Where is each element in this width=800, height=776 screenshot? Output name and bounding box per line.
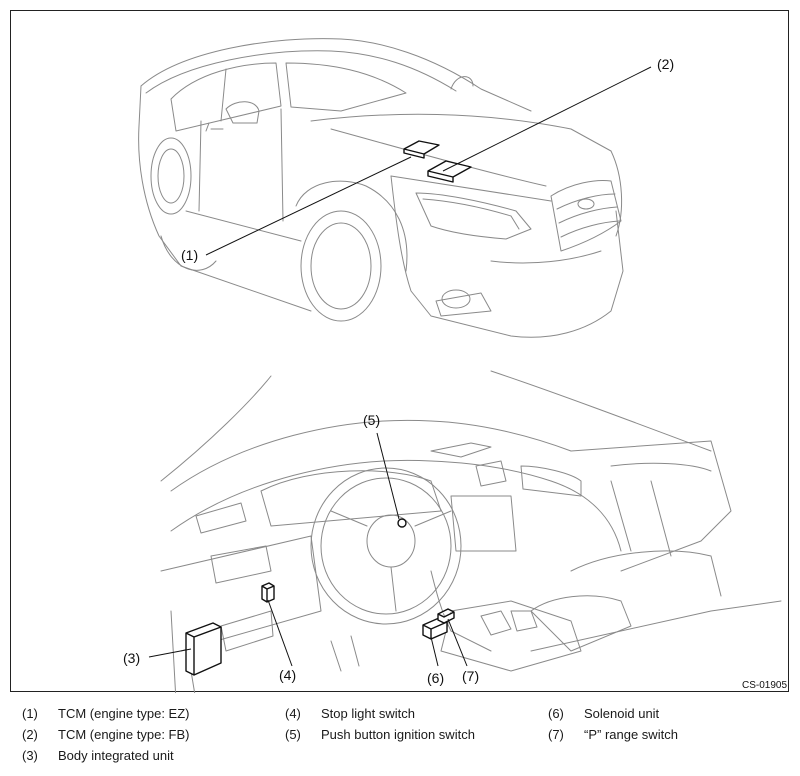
legend-item-1: (1) TCM (engine type: EZ): [22, 706, 190, 722]
callout-5-leader: [376, 432, 400, 520]
p-range-switch-part: [437, 608, 455, 624]
callout-5: (5): [363, 412, 380, 428]
callout-7: (7): [462, 668, 479, 684]
legend-number: (4): [285, 706, 301, 721]
diagram-frame: (1) (2) (3) (4) (5) (6) (7) CS-01905: [10, 10, 789, 693]
legend-text: “P” range switch: [584, 727, 678, 742]
push-button-ignition-switch-part: [397, 518, 407, 528]
legend-number: (5): [285, 727, 301, 742]
tcm-fb-part: [427, 160, 472, 183]
legend-number: (2): [22, 727, 38, 742]
legend-number: (7): [548, 727, 564, 742]
legend-text: Solenoid unit: [584, 706, 660, 721]
legend-item-4: (4) Stop light switch: [285, 706, 415, 722]
callout-6: (6): [427, 670, 444, 686]
callout-4-leader: [267, 599, 293, 667]
callout-4: (4): [279, 667, 296, 683]
tcm-ez-part: [403, 140, 440, 159]
legend-item-5: (5) Push button ignition switch: [285, 727, 475, 743]
legend-item-6: (6) Solenoid unit: [548, 706, 659, 722]
callout-3-leader: [148, 648, 192, 658]
stop-light-switch-part: [261, 582, 275, 603]
figure-code: CS-01905: [742, 680, 787, 691]
legend-text: TCM (engine type: FB): [58, 727, 190, 742]
parts-legend: (1) TCM (engine type: EZ) (2) TCM (engine …: [0, 704, 800, 770]
callout-1: (1): [181, 247, 198, 263]
legend-text: Stop light switch: [321, 706, 415, 721]
legend-text: TCM (engine type: EZ): [58, 706, 190, 721]
legend-item-2: (2) TCM (engine type: FB): [22, 727, 190, 743]
callout-2: (2): [657, 56, 674, 72]
legend-item-7: (7) “P” range switch: [548, 727, 678, 743]
legend-number: (1): [22, 706, 38, 721]
car-interior-illustration: [160, 370, 782, 693]
legend-item-3: (3) Body integrated unit: [22, 748, 174, 764]
callout-1-leader: [205, 156, 412, 256]
component-location-diagram: (1) (2) (3) (4) (5) (6) (7) CS-01905: [123, 38, 787, 693]
car-exterior-illustration: [138, 38, 624, 338]
callout-2-leader: [442, 66, 652, 172]
body-integrated-unit-part: [185, 622, 222, 676]
callout-6-leader: [430, 636, 439, 667]
legend-text: Push button ignition switch: [321, 727, 475, 742]
legend-number: (3): [22, 748, 38, 763]
legend-text: Body integrated unit: [58, 748, 174, 763]
callout-3: (3): [123, 650, 140, 666]
callout-7-leader: [447, 618, 468, 667]
legend-number: (6): [548, 706, 564, 721]
